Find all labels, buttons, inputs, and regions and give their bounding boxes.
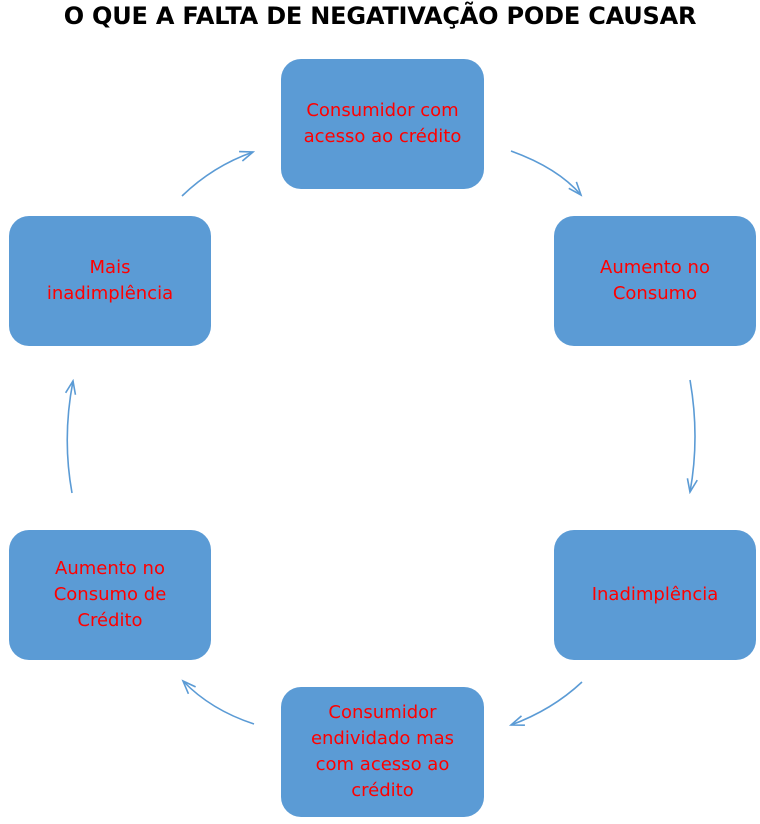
- node-aumento-consumo-credito: Aumento no Consumo de Crédito: [9, 530, 211, 660]
- arrow-1-to-2: [510, 150, 581, 195]
- arrow-5-to-6: [67, 381, 73, 494]
- node-mais-inadimplencia: Mais inadimplência: [9, 216, 211, 346]
- node-aumento-no-consumo: Aumento no Consumo: [554, 216, 756, 346]
- arrow-6-to-1: [181, 152, 253, 197]
- node-inadimplencia: Inadimplência: [554, 530, 756, 660]
- arrow-2-to-3: [690, 379, 695, 492]
- arrow-3-to-4: [511, 681, 583, 725]
- diagram-title: O QUE A FALTA DE NEGATIVAÇÃO PODE CAUSAR: [63, 2, 697, 30]
- node-consumidor-com-acesso: Consumidor com acesso ao crédito: [281, 59, 484, 189]
- node-consumidor-endividado: Consumidor endividado mas com acesso ao …: [281, 687, 484, 817]
- arrow-4-to-5: [183, 681, 255, 725]
